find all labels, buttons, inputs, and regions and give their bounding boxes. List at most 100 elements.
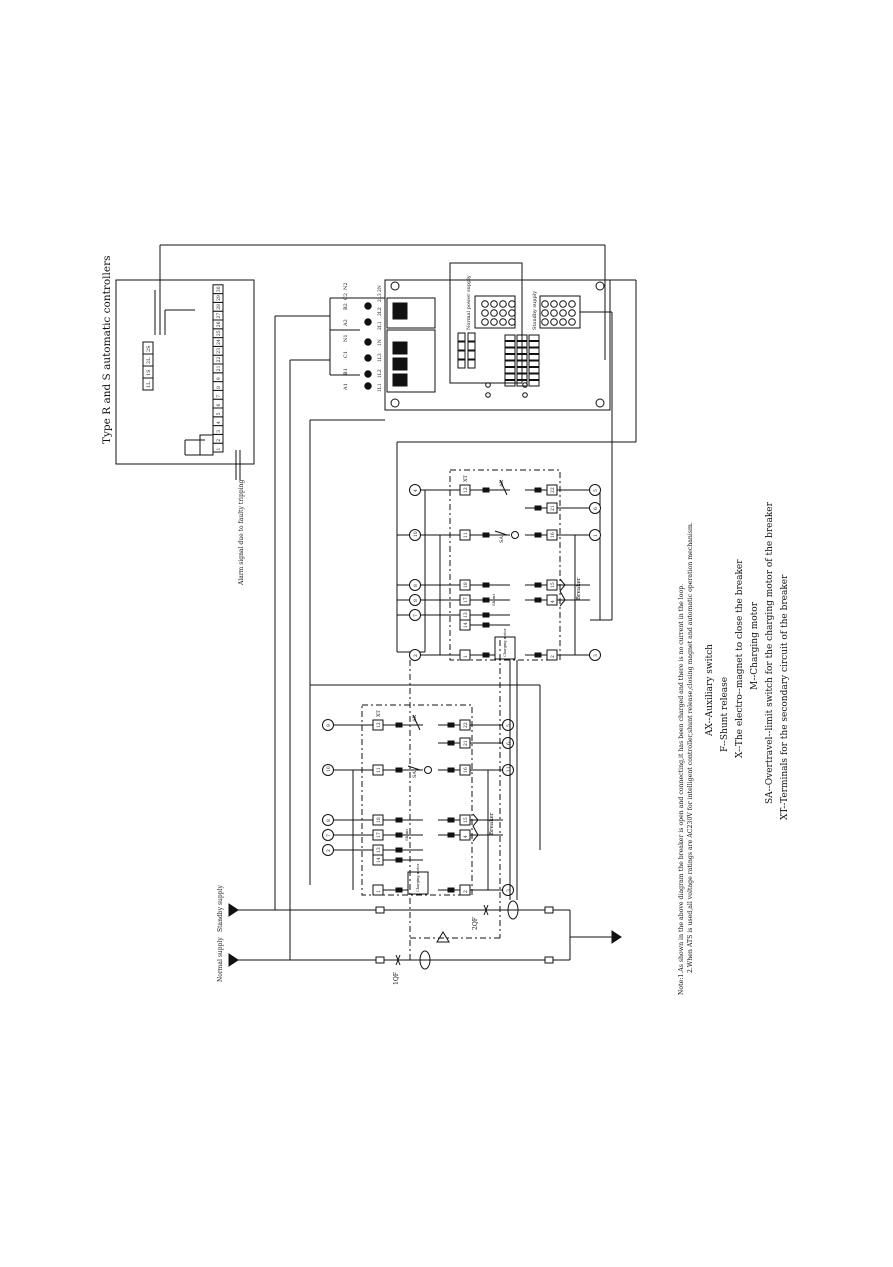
controller-top-terminal-label: 2S [146,345,152,352]
breaker-label: Breaker [489,812,495,835]
plug-pin [490,309,498,317]
breaker-xt-terminal-label: 12 [376,722,382,728]
breaker-terminal-circle [409,529,421,541]
breaker-contact [395,832,403,838]
sa-label: SA [499,536,505,543]
ats-left-label: A2 [343,319,349,327]
plug-pin [559,318,567,326]
ats-small-terminal [457,359,466,369]
plug-pin [508,300,516,308]
ats-slot [528,354,540,361]
ats-screw [364,382,372,390]
plug-pin [499,309,507,317]
ats-slot [504,347,516,354]
breaker-terminal-circle-label: 10 [413,531,419,537]
ats-right-label: 2N [377,285,383,292]
breaker-contact [482,487,490,493]
ats-slot [504,367,516,374]
ats-slot [516,341,528,348]
plug-pin [508,309,516,317]
breaker-xt-terminal-label: 22 [463,722,469,728]
breaker-xt-terminal-label: 16 [463,767,469,773]
ats-left-label: N1 [343,334,349,342]
breaker-terminal-circle-label: 5 [593,489,599,492]
plug-pin [481,318,489,326]
ats-slot [528,347,540,354]
controller-bottom-terminal-label: 7 [216,395,222,398]
breaker-contact [534,652,542,658]
breaker-contact [482,597,490,603]
ats-slot [516,334,528,341]
breaker-xt-terminal-label: 21 [550,505,556,511]
ats-left-label: B1 [343,368,349,375]
xt-label: XT [376,709,382,717]
breaker-contact [447,740,455,746]
ats-screw [364,318,372,326]
breaker-terminal-circle-label: 5 [506,724,512,727]
breaker-contact [447,767,455,773]
breaker-terminal-circle [322,814,334,826]
breaker-contact [534,532,542,538]
breaker-terminal-circle-label: 7 [326,834,332,837]
q2-label: 2QF [472,917,479,930]
normal-plug-label: Normal power supply [466,275,472,330]
breaker-terminal-circle-label: 3 [506,889,512,892]
ats-screw [364,354,372,362]
legend-item: X--The electro--magnet to close the brea… [735,559,745,758]
ats-slot [516,367,528,374]
breaker-terminal-circle [322,764,334,776]
controller-top-terminal-label: 1S [146,369,152,376]
breaker-terminal-circle [589,649,601,661]
q1-label: 1QF [393,972,400,985]
breaker-xt-terminal-label: 15 [550,582,556,588]
plug-pin [490,300,498,308]
breaker-terminal-circle [502,764,514,776]
breaker-contact [534,505,542,511]
breaker-terminal-circle-label: 8 [413,599,419,602]
ats-screw [364,370,372,378]
charging-motor-symbol [511,531,519,539]
plug-pin [568,309,576,317]
breaker-xt-terminal-label: 2 [463,890,469,893]
breaker-terminal-circle [502,719,514,731]
legend-item: SA--Overtravel--limit switch for the cha… [765,501,775,804]
controller-title: Type R and S automatic controllers [101,255,113,444]
controller-bottom-terminal [212,284,224,295]
controller-top-terminal-label: 1L [146,381,152,388]
controller-bottom-terminal-label: 25 [216,330,222,336]
ax-label: AX [412,714,418,723]
controller-bottom-terminal-label: 21 [216,365,222,371]
breaker-terminal-circle [409,609,421,621]
breaker-terminal-circle-label: 2 [413,654,419,657]
ats-slot [516,354,528,361]
breaker-xt-terminal-label: 1 [463,655,469,658]
breaker-terminal-circle-label: 8 [326,819,332,822]
breaker-terminal-circle-label: 10 [326,766,332,772]
breaker-contact [482,612,490,618]
ax-switch [499,479,508,496]
breaker-contact [534,597,542,603]
controller-bottom-terminal-label: 8 [216,386,222,389]
breaker-terminal-circle-label: 3 [593,654,599,657]
charging-motor-box [407,871,429,895]
ats-slot [528,367,540,374]
breaker-contact [395,887,403,893]
breaker-contact [482,622,490,628]
breaker-xt-terminal-label: 15 [463,817,469,823]
ats-led [485,382,491,388]
controller-bottom-terminal-label: 29 [216,295,222,301]
plug-pin [541,300,549,308]
plug-pin [499,300,507,308]
ax-switch [412,714,421,731]
plug-pin [550,318,558,326]
plug-pin [481,309,489,317]
ax-label: AX [499,479,505,488]
breaker-contact [395,817,403,823]
breaker-contact [447,887,455,893]
ats-led [522,392,528,398]
breaker-terminal-circle-label: 9 [326,724,332,727]
ats-small-terminal [467,332,476,342]
controller-bottom-terminal-label: 6 [216,404,222,407]
